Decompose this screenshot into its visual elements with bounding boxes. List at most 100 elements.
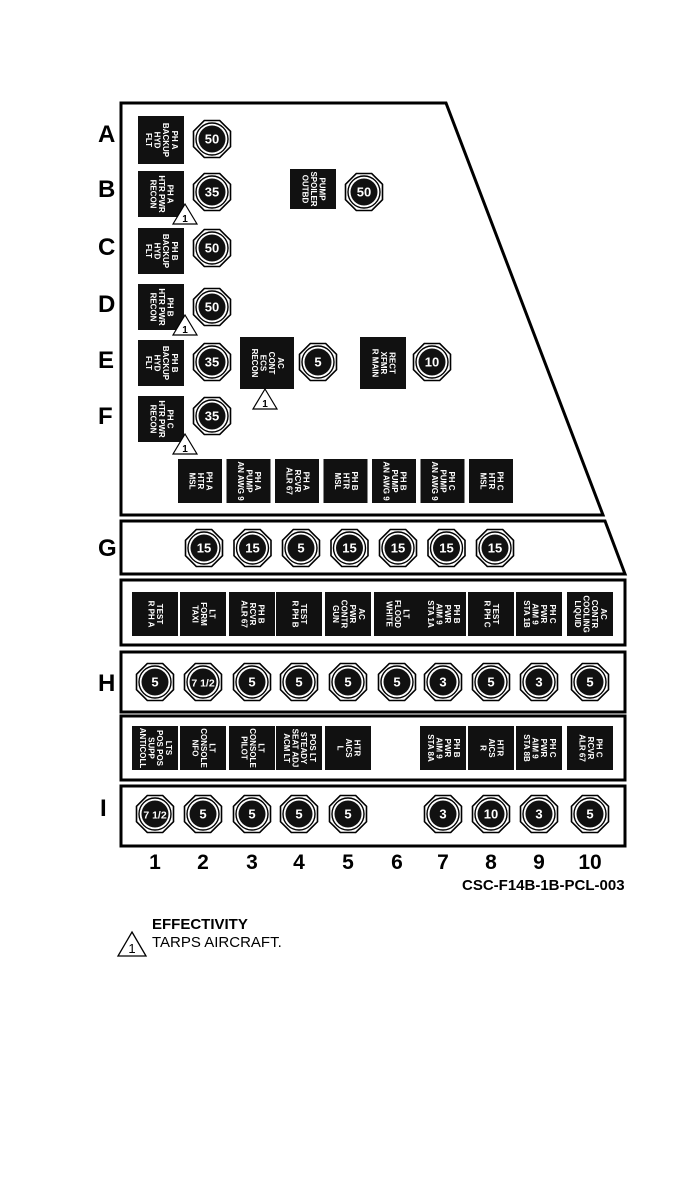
- row-labels: A B C D E F G H I: [98, 121, 117, 822]
- plate-text: LT: [207, 609, 216, 618]
- plate-text: PH B: [170, 241, 179, 260]
- circuit-breaker-h9[interactable]: 3: [519, 662, 559, 702]
- plate-text: ALR 67: [577, 734, 586, 762]
- circuit-breaker-i2[interactable]: 5: [183, 794, 223, 834]
- circuit-breaker-g3[interactable]: 5: [281, 528, 321, 568]
- column-label-2: 2: [197, 851, 209, 874]
- plate-text: RECT: [387, 352, 396, 374]
- plate-text: PH B: [398, 471, 407, 490]
- svg-text:1: 1: [262, 399, 268, 410]
- plate-text: PH B: [452, 738, 461, 757]
- plate-text: OUTBD: [300, 175, 309, 204]
- plate-text: ANTICOLL: [138, 728, 147, 769]
- circuit-breaker-h1[interactable]: 5: [135, 662, 175, 702]
- column-label-4: 4: [293, 851, 305, 874]
- circuit-breaker-b2[interactable]: 50: [344, 172, 384, 212]
- circuit-breaker-h7[interactable]: 3: [423, 662, 463, 702]
- circuit-breaker-h10[interactable]: 5: [570, 662, 610, 702]
- circuit-breaker-i7[interactable]: 3: [423, 794, 463, 834]
- plate-text: R PH B: [291, 600, 300, 627]
- plate-text: HYD: [153, 355, 162, 372]
- plate-text: GUN: [331, 605, 340, 623]
- circuit-breaker-c[interactable]: 50: [192, 228, 232, 268]
- circuit-breaker-g7[interactable]: 15: [475, 528, 515, 568]
- breaker-rating: 15: [439, 541, 453, 556]
- circuit-breaker-h8[interactable]: 5: [471, 662, 511, 702]
- circuit-breaker-h4[interactable]: 5: [279, 662, 319, 702]
- circuit-breaker-e2[interactable]: 5: [298, 342, 338, 382]
- row-label-g: G: [98, 535, 117, 562]
- circuit-breaker-b[interactable]: 35: [192, 172, 232, 212]
- plate-text: STA 8A: [426, 734, 435, 762]
- circuit-breaker-e3[interactable]: 10: [412, 342, 452, 382]
- circuit-breaker-i8[interactable]: 10: [471, 794, 511, 834]
- circuit-breaker-i4[interactable]: 5: [279, 794, 319, 834]
- tarps-effectivity-icon: 1: [171, 313, 199, 336]
- circuit-breaker-h5[interactable]: 5: [328, 662, 368, 702]
- circuit-breaker-g2[interactable]: 15: [233, 528, 272, 568]
- plate-text: AN AWG 9: [430, 461, 439, 501]
- plate-text: R PH A: [147, 601, 156, 628]
- plate-text: LTS: [164, 741, 173, 756]
- plate-text: PH A: [301, 472, 310, 491]
- circuit-breaker-i5[interactable]: 5: [328, 794, 368, 834]
- breaker-rating: 50: [205, 300, 219, 315]
- circuit-breaker-g1[interactable]: 15: [184, 528, 224, 568]
- circuit-breaker-h3[interactable]: 5: [232, 662, 272, 702]
- row-label-c: C: [98, 234, 115, 261]
- svg-text:1: 1: [182, 325, 188, 336]
- plate-text: BACKUP: [161, 234, 170, 269]
- plate-text: RCVR: [248, 603, 257, 626]
- circuit-breaker-i9[interactable]: 3: [519, 794, 559, 834]
- circuit-breaker-a[interactable]: 50: [192, 119, 232, 159]
- circuit-breaker-h2[interactable]: 7 1/2: [183, 662, 223, 702]
- plate-text: BACKUP: [161, 346, 170, 381]
- circuit-breaker-d[interactable]: 50: [192, 287, 232, 327]
- column-label-7: 7: [437, 851, 449, 874]
- figure-code: CSC-F14B-1B-PCL-003: [462, 877, 625, 894]
- plate-text: RECON: [250, 349, 259, 378]
- plate-text: HTR: [196, 473, 205, 490]
- row-label-b: B: [98, 176, 115, 203]
- circuit-breaker-g4[interactable]: 15: [330, 528, 369, 568]
- plate-text: AICS: [487, 738, 496, 758]
- plate-text: AC: [357, 608, 366, 620]
- plate-text: RCVR: [586, 737, 595, 760]
- breaker-rating: 5: [393, 675, 400, 690]
- plate-text: AICS: [344, 738, 353, 758]
- circuit-breaker-e[interactable]: 35: [192, 342, 232, 382]
- circuit-breaker-i1[interactable]: 7 1/2: [135, 794, 175, 834]
- breaker-rating: 5: [586, 675, 593, 690]
- h-breaker-panel-outline: [119, 650, 627, 714]
- circuit-breaker-g6[interactable]: 15: [427, 528, 466, 568]
- breaker-rating: 35: [205, 355, 219, 370]
- plate-text: MSL: [478, 473, 487, 490]
- circuit-breaker-g5[interactable]: 15: [378, 528, 418, 568]
- plate-text: PILOT: [239, 736, 248, 760]
- circuit-breaker-f[interactable]: 35: [192, 396, 232, 436]
- plate-text: MSL: [187, 473, 196, 490]
- plate-text: AIM 9: [531, 603, 540, 625]
- circuit-breaker-h6[interactable]: 5: [377, 662, 417, 702]
- circuit-breaker-i3[interactable]: 5: [232, 794, 272, 834]
- breaker-rating: 5: [248, 807, 255, 822]
- circuit-breaker-i10[interactable]: 5: [570, 794, 610, 834]
- plate-text: HTR PWR: [157, 400, 166, 438]
- svg-text:1: 1: [182, 214, 188, 225]
